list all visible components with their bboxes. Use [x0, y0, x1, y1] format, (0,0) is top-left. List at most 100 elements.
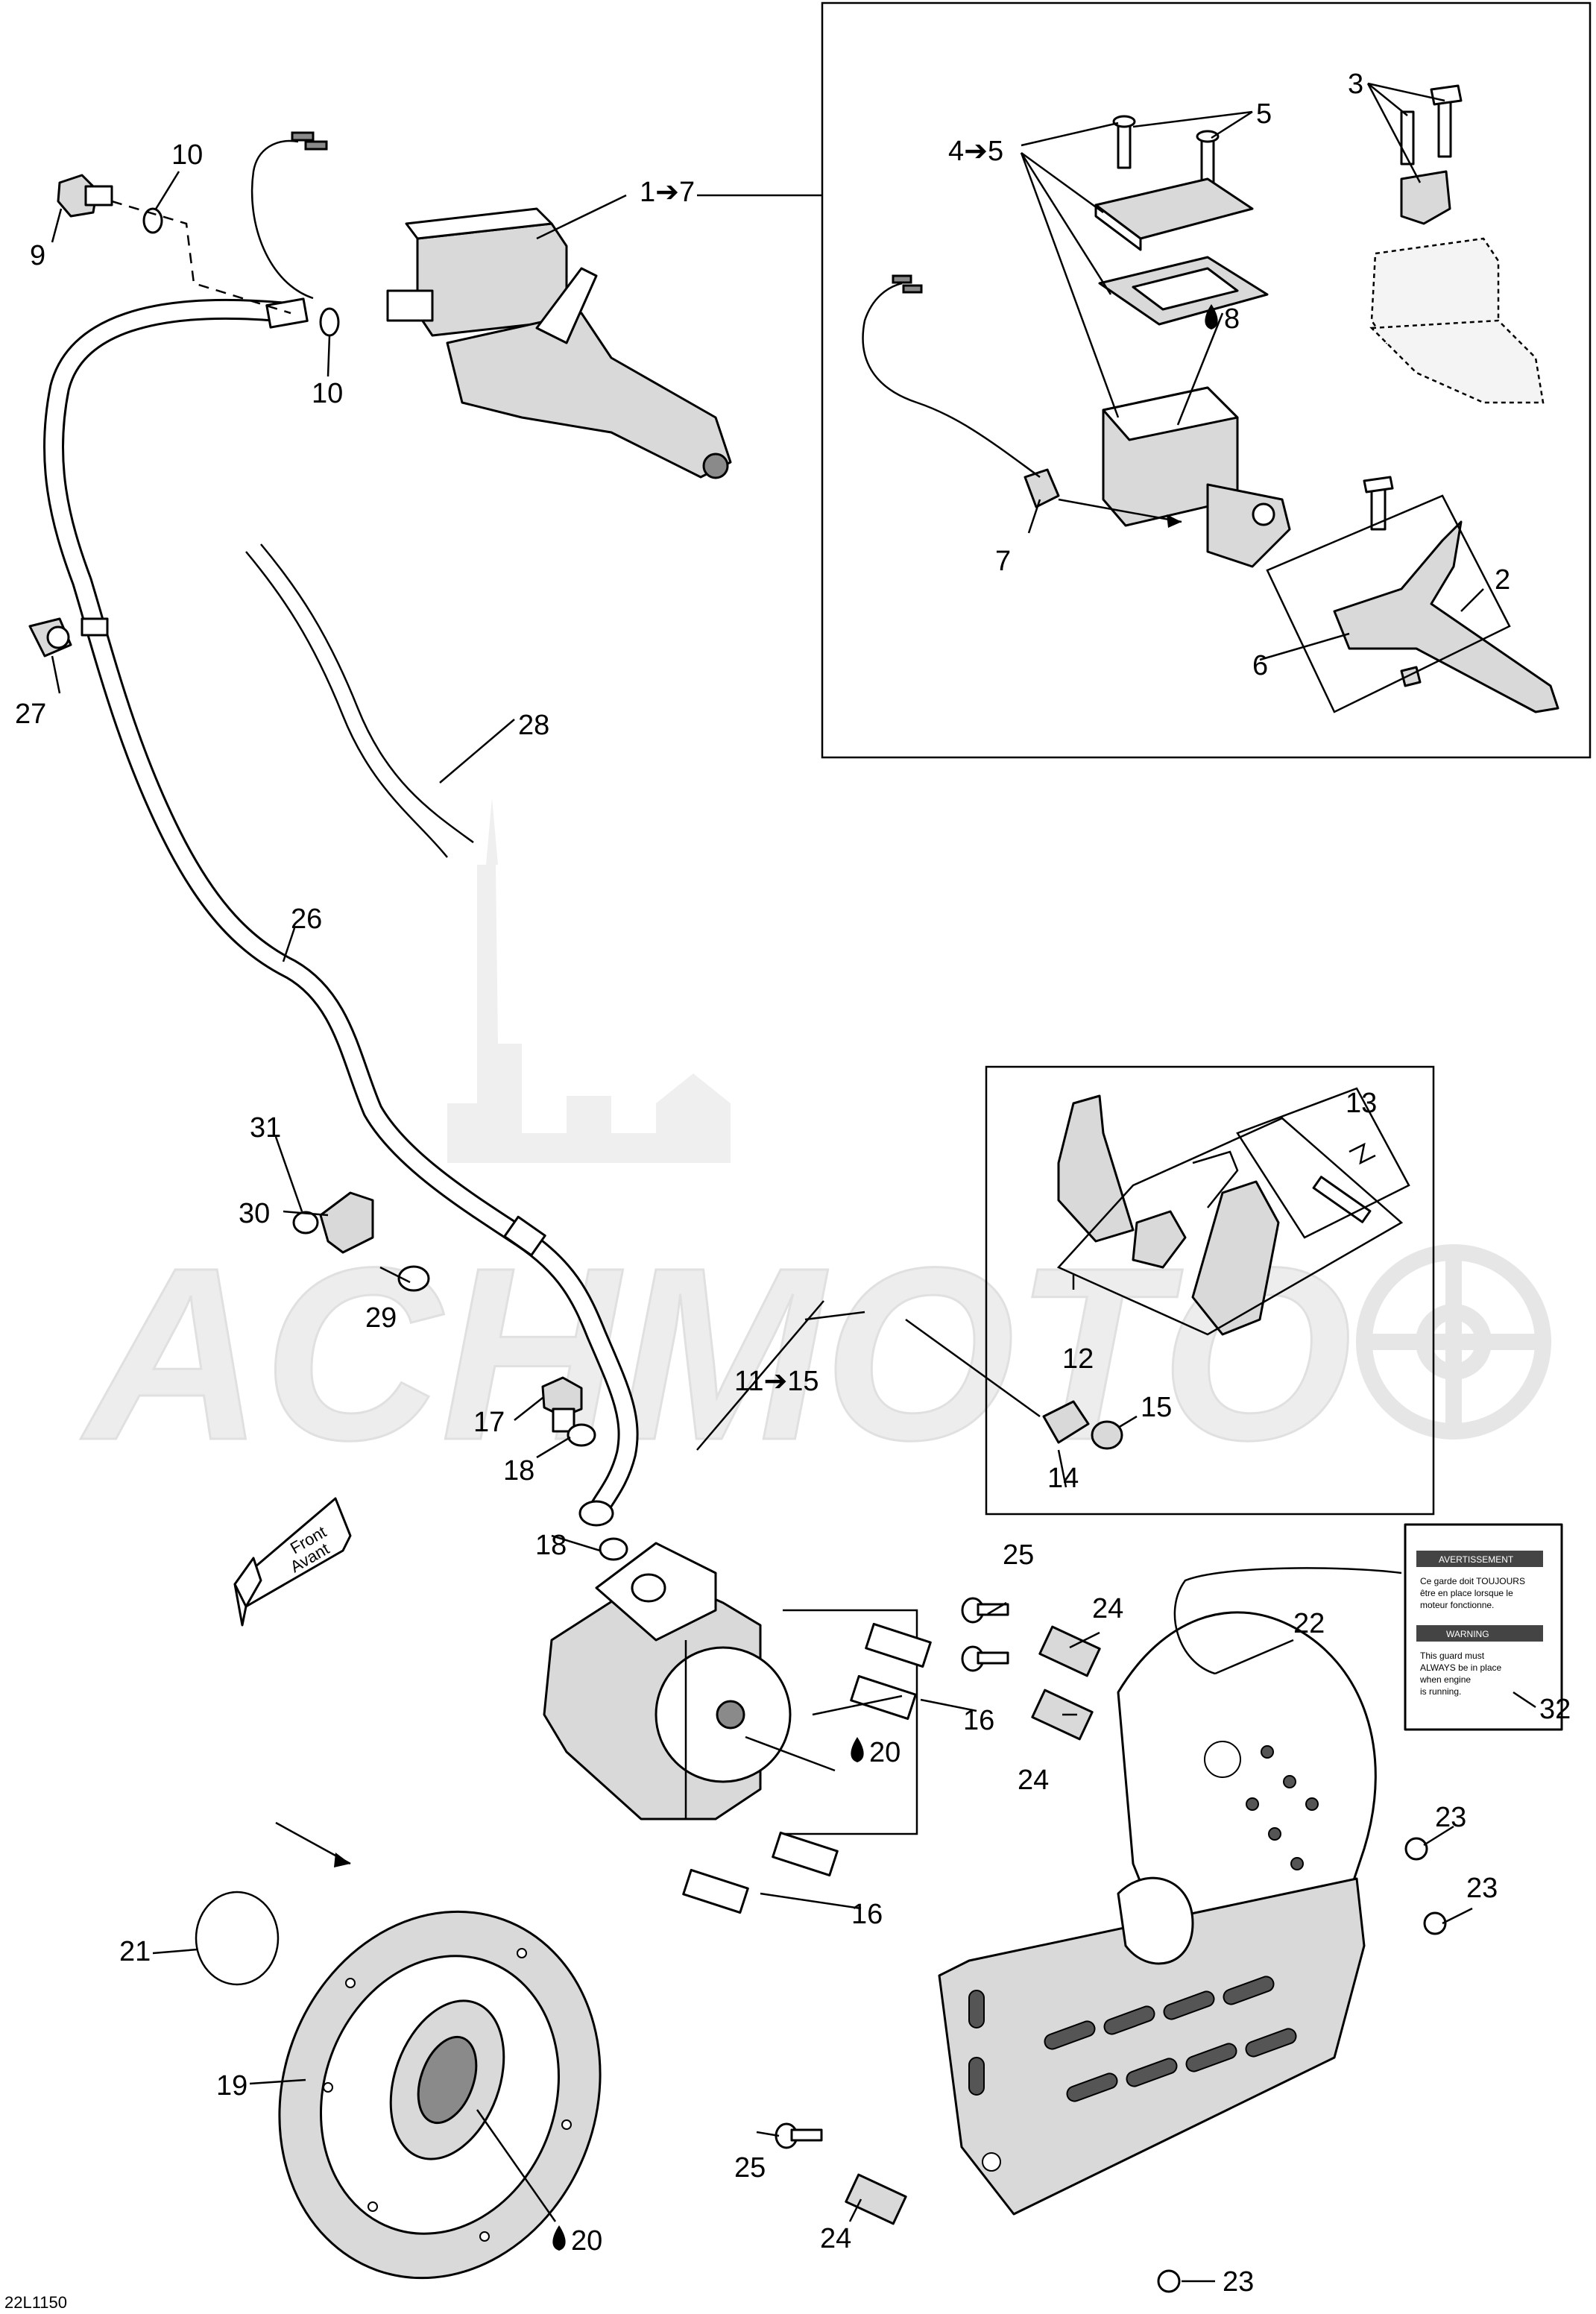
brake-light-wire [245, 543, 474, 858]
callout-20a-group: 20 [851, 1737, 900, 1768]
callout-7: 7 [995, 546, 1011, 577]
master-cylinder-mount [1206, 483, 1291, 568]
callout-15: 15 [1141, 1392, 1172, 1423]
leader-lines [51, 171, 1536, 2283]
watermark-church-silhouette [447, 798, 731, 1163]
callout-29: 29 [365, 1302, 397, 1334]
callout-labels: 1➔7 2 3 4➔5 5 6 7 8 9 10 10 11➔15 12 13 … [15, 69, 1571, 2298]
bleeder-valve [1042, 1400, 1090, 1444]
callout-16a: 16 [963, 1705, 994, 1736]
callout-20a: 20 [869, 1737, 900, 1768]
callout-6: 6 [1252, 650, 1268, 681]
callout-24b: 24 [1018, 1765, 1049, 1796]
master-cylinder-phantom [1370, 237, 1500, 344]
callout-13: 13 [1346, 1088, 1377, 1119]
fluid-drop-icon [552, 2225, 566, 2251]
callout-2: 2 [1495, 564, 1510, 596]
callout-9: 9 [30, 240, 45, 271]
callout-20b: 20 [571, 2225, 602, 2257]
banjo-fitting [578, 1500, 614, 1527]
guard-screws [1157, 1837, 1447, 2293]
master-cylinder-assembly [250, 131, 732, 479]
wire-terminal [304, 140, 328, 151]
callout-18b: 18 [535, 1530, 567, 1561]
front-direction-arrow: Front Avant [233, 1497, 352, 1627]
hose-lower-fitting [503, 1215, 546, 1257]
master-cylinder-port [386, 289, 434, 322]
watermark-wheel [1356, 1244, 1551, 1440]
hose-upper-fitting [265, 297, 309, 329]
warning-label-en-line4: is running. [1420, 1686, 1461, 1697]
warning-label-fr-line2: être en place lorsque le [1420, 1588, 1513, 1598]
callout-30: 30 [239, 1198, 270, 1229]
detail-master-cylinder [862, 82, 1559, 713]
wire-terminal [291, 131, 315, 142]
callout-25a: 25 [1003, 1539, 1034, 1571]
callout-25b: 25 [734, 2152, 766, 2184]
warning-label-fr-line1: Ce garde doit TOUJOURS [1420, 1576, 1525, 1586]
pad-spring [1132, 1210, 1187, 1269]
brake-disc-guard [938, 1611, 1377, 2216]
callout-8-group: 8 [1205, 303, 1240, 335]
banjo-bolt [57, 174, 113, 218]
callout-24a: 24 [1092, 1593, 1123, 1624]
clamp-bolt [1400, 110, 1415, 165]
callout-5: 5 [1256, 98, 1272, 130]
caliper-mount-bolts [682, 1622, 932, 1914]
clamp-bolt [1437, 95, 1452, 158]
brake-hose [42, 297, 639, 1524]
cover-screw [1117, 122, 1132, 169]
callout-28: 28 [518, 710, 549, 741]
switch-wire [250, 139, 314, 300]
brake-disc [278, 1910, 602, 2280]
brake-caliper [543, 1542, 918, 1835]
drawing-code: 22L1150 [4, 2293, 67, 2312]
callout-22: 22 [1293, 1608, 1325, 1639]
fluid-drop-icon [1205, 304, 1218, 330]
hose-clamp [28, 617, 72, 658]
callout-10a: 10 [171, 139, 203, 171]
callout-23c: 23 [1223, 2266, 1254, 2298]
callout-26: 26 [291, 904, 322, 935]
bleeder-cap [1091, 1420, 1123, 1450]
pad-kit-outline [1056, 1117, 1404, 1336]
warning-label-fr-banner [1416, 1551, 1543, 1567]
callout-24c: 24 [820, 2223, 851, 2254]
brake-light-switch [1023, 468, 1060, 508]
brake-pad-detail-box [985, 1065, 1435, 1516]
master-cylinder-body [446, 312, 732, 479]
switch-wire-detail [862, 282, 1041, 479]
lever-nut [1400, 666, 1422, 687]
guard-bolts [775, 1597, 1009, 2149]
sealing-washer [567, 1423, 596, 1447]
callout-11-15: 11➔15 [734, 1366, 819, 1397]
pad-kit [905, 1087, 1410, 1488]
lever-kit-outline [1266, 494, 1511, 713]
callout-4-5: 4➔5 [948, 136, 1003, 167]
callout-1-7: 1➔7 [640, 177, 695, 208]
callout-23a: 23 [1435, 1802, 1466, 1833]
warning-label-en-banner [1416, 1625, 1543, 1642]
warning-label-en-header: WARNING [1446, 1629, 1489, 1639]
o-ring [195, 1891, 280, 1986]
callout-23b: 23 [1466, 1873, 1498, 1904]
callout-3: 3 [1348, 69, 1363, 100]
reservoir-cover [405, 207, 553, 240]
warning-label-en-line1: This guard must [1420, 1651, 1485, 1661]
warning-label-en-line2: ALWAYS be in place [1420, 1662, 1501, 1673]
callout-20b-group: 20 [552, 2225, 602, 2257]
clip-washer [397, 1265, 430, 1292]
callout-12: 12 [1062, 1343, 1094, 1375]
sealing-washer [599, 1537, 628, 1561]
brake-lever-upper [535, 267, 598, 344]
warning-label: AVERTISSEMENT Ce garde doit TOUJOURS êtr… [1404, 1523, 1563, 1731]
warning-label-fr-line3: moteur fonctionne. [1420, 1600, 1494, 1610]
hose-clip [292, 1191, 430, 1292]
callout-21: 21 [119, 1936, 151, 1967]
sealing-washer-upper [142, 207, 163, 234]
callout-27: 27 [15, 699, 46, 730]
cover-screw [1200, 136, 1215, 184]
callout-19: 19 [216, 2070, 247, 2102]
callout-10b: 10 [312, 378, 343, 409]
